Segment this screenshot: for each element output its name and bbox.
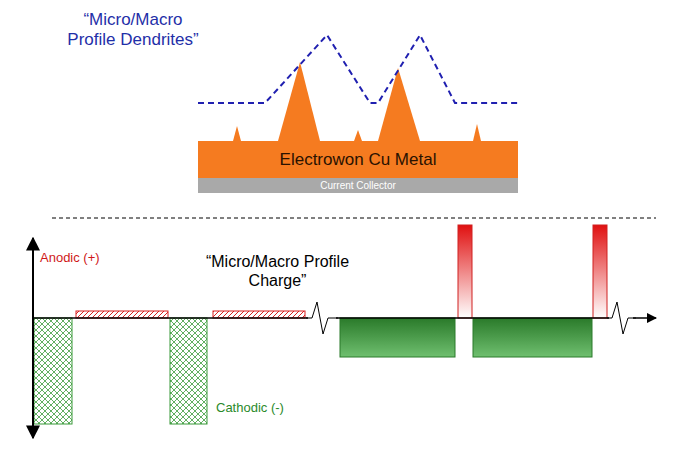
cathodic-label: Cathodic (-)	[216, 400, 284, 416]
pulse-waveform-right	[340, 225, 607, 357]
current-collector-band: Current Collector	[198, 178, 518, 193]
reference-line	[52, 218, 656, 219]
band-label: Current Collector	[320, 181, 396, 191]
pulse-waveform-left	[34, 311, 305, 424]
profile-envelope	[198, 35, 518, 103]
x-axis	[33, 317, 656, 319]
dendrite-spikes	[233, 62, 481, 141]
axis-break	[306, 300, 636, 336]
anodic-label: Anodic (+)	[40, 250, 100, 266]
charge-label: “Micro/Macro Profile Charge”	[190, 252, 365, 290]
band-label: Electrowon Cu Metal	[280, 151, 437, 168]
profile-label: “Micro/Macro Profile Dendrites”	[58, 10, 208, 51]
metal-deposit-band: Electrowon Cu Metal	[198, 141, 518, 178]
y-axis	[32, 238, 34, 438]
